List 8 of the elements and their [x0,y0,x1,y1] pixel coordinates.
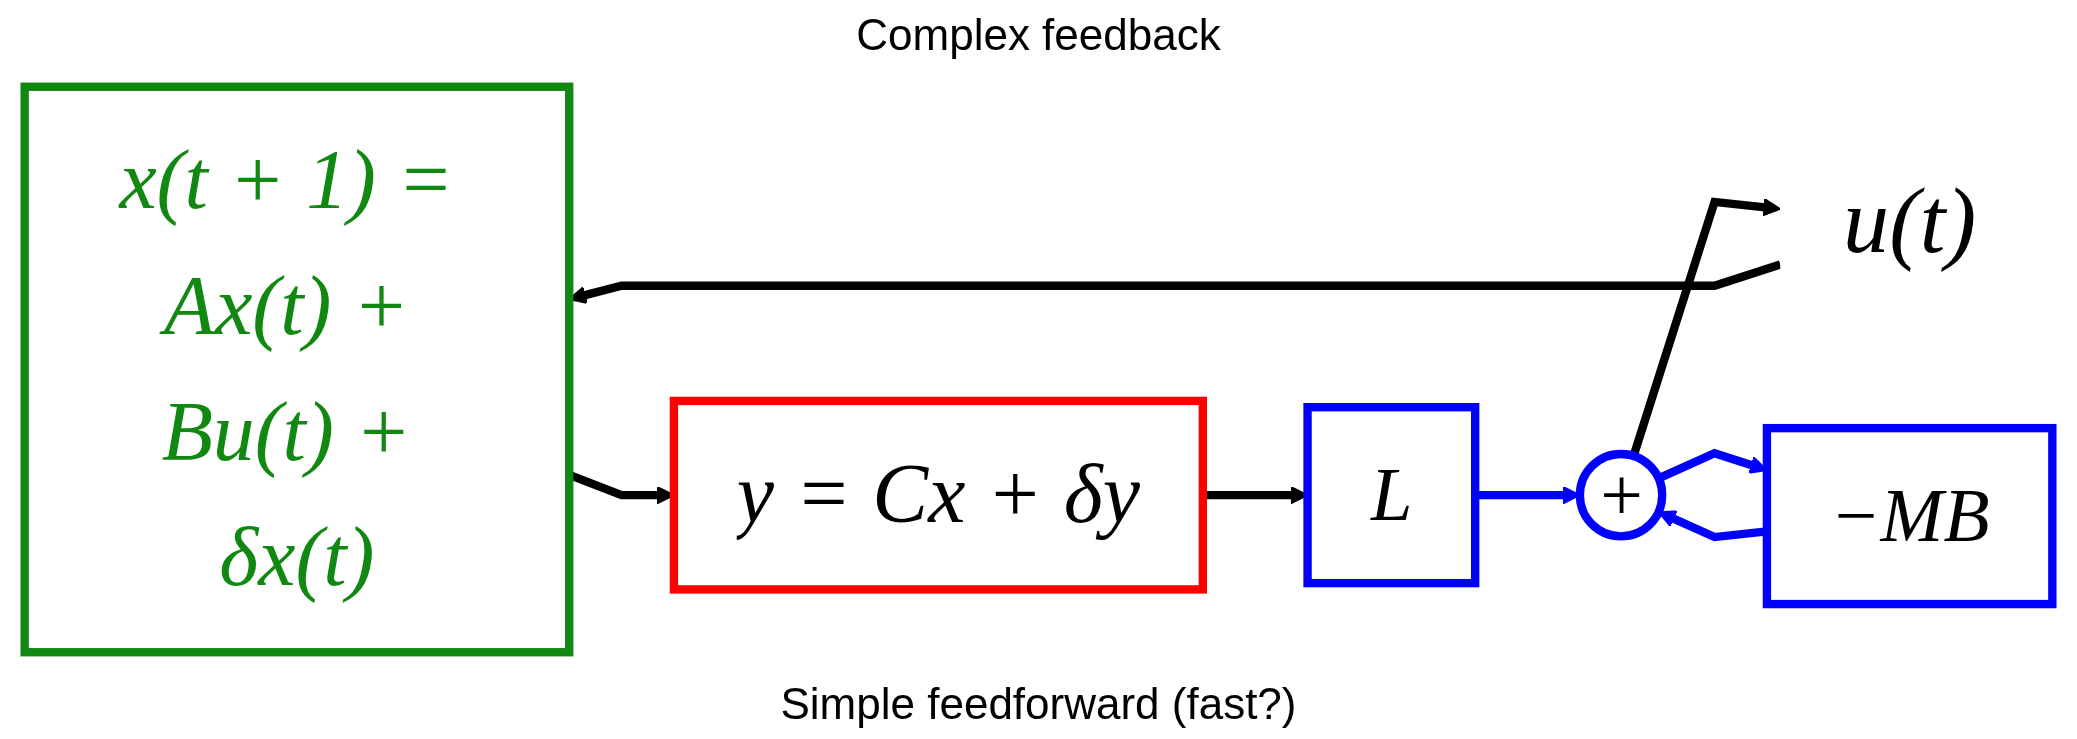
node-text: u(t) [1843,170,1977,274]
node-box: y = Cx + δy [669,396,1207,594]
caption-text: Complex feedback [856,10,1221,60]
node-box: L [1303,403,1480,588]
node-circle: + [1575,449,1667,541]
caption-text: Simple feedforward (fast?) [780,679,1297,729]
node-box: x(t + 1) = Ax(t) + Bu(t) + δx(t) [20,82,574,657]
node-box: −MB [1762,423,2057,609]
